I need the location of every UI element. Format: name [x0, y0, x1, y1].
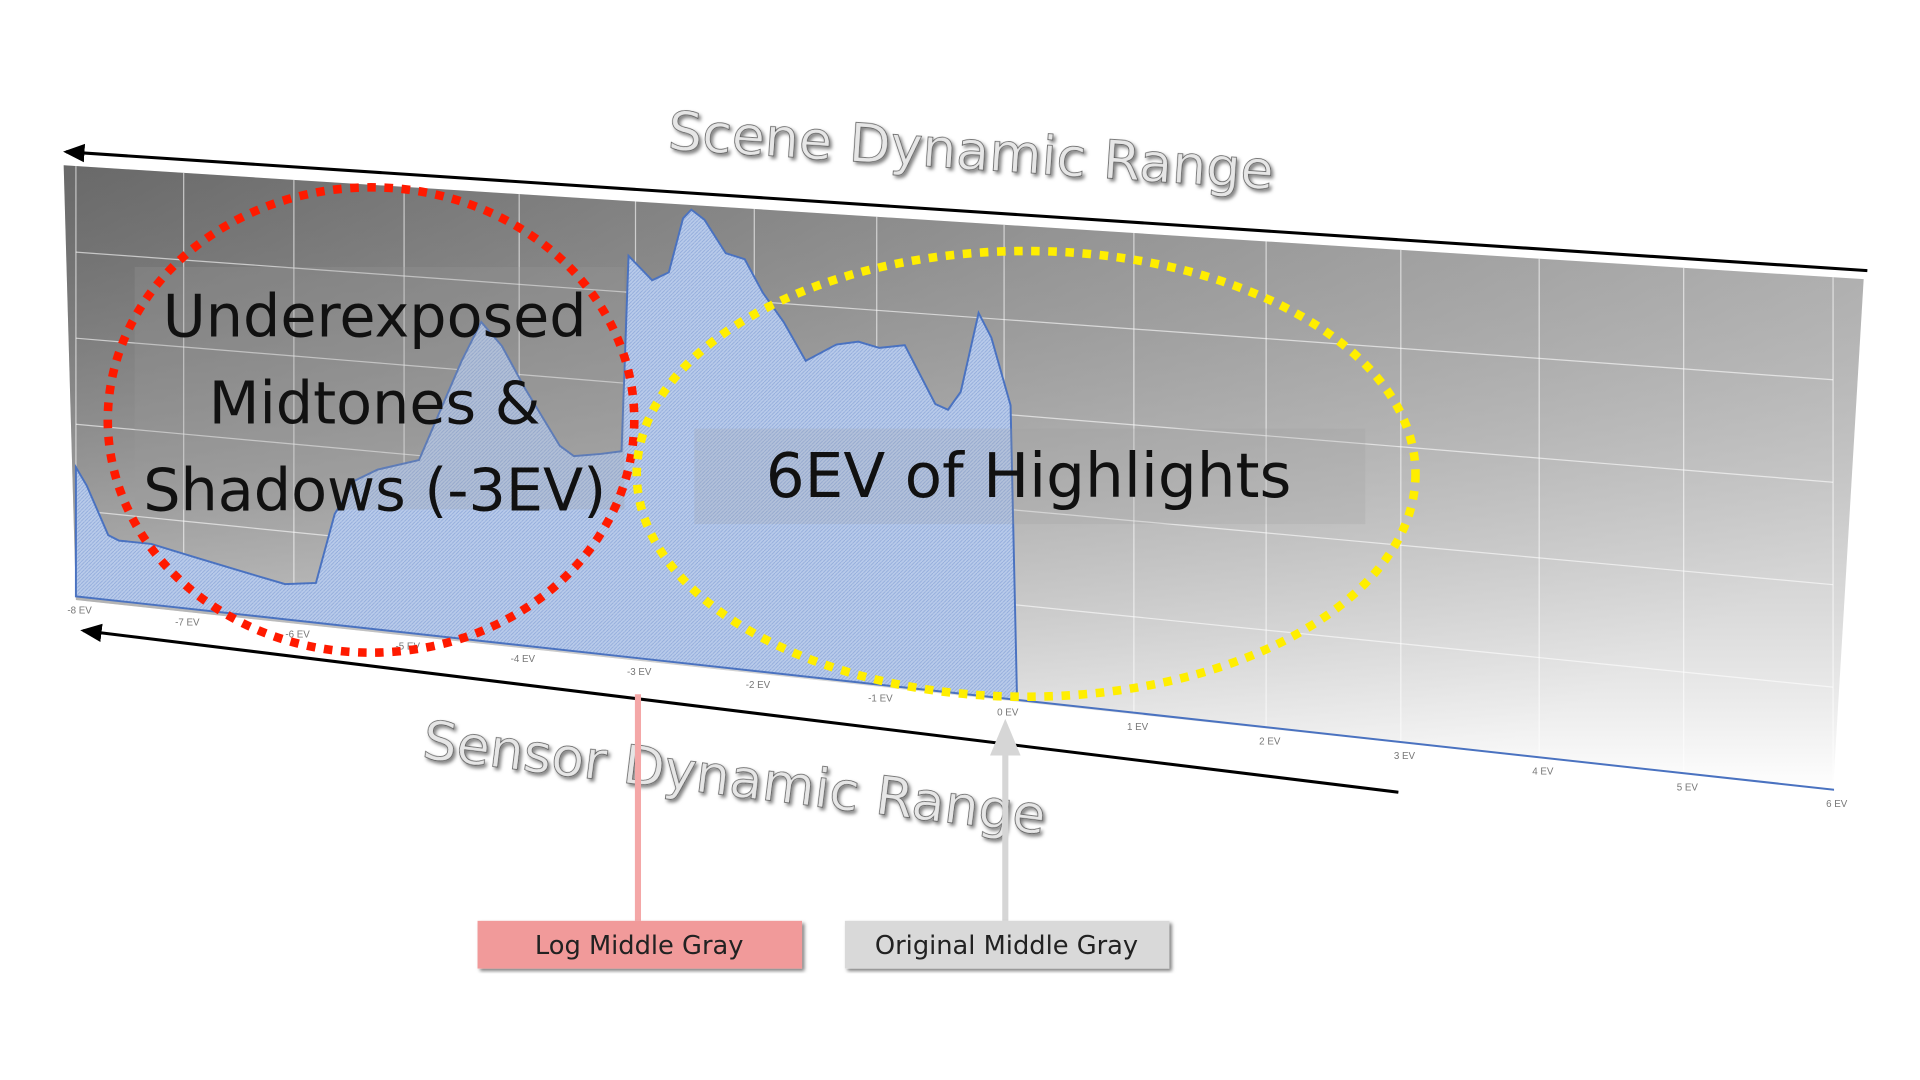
x-tick-label: 6 EV — [1826, 799, 1848, 810]
x-tick-label: -4 EV — [511, 654, 536, 665]
highlights-yellow-circle — [632, 246, 1420, 702]
x-tick-label: 0 EV — [997, 708, 1019, 719]
x-tick-label: 1 EV — [1127, 722, 1149, 733]
x-axis-ticks: -8 EV -7 EV -6 EV -5 EV -4 EV -3 EV -2 EV -1 EV… — [67, 605, 1847, 809]
x-tick-label: -3 EV — [627, 667, 652, 678]
original-middle-gray-label — [844, 920, 1170, 969]
underexposed-red-circle — [103, 183, 639, 657]
highlights-label: 6EV of Highlights — [766, 441, 1292, 512]
gridline-horizontal — [75, 251, 1834, 381]
x-tick-label: -6 EV — [285, 629, 310, 640]
x-tick-label: 3 EV — [1394, 751, 1416, 762]
underexposed-line-2: Midtones & — [209, 369, 541, 438]
underexposed-line-1: Underexposed — [163, 282, 587, 351]
underexposed-label-box — [134, 266, 625, 510]
scene-dynamic-range-title: Scene Dynamic Range — [666, 99, 1276, 202]
x-tick-label: 2 EV — [1259, 736, 1281, 747]
underexposed-line-3: Shadows (-3EV) — [143, 456, 606, 525]
x-tick-label: 4 EV — [1532, 766, 1554, 777]
x-tick-label: 5 EV — [1677, 782, 1699, 793]
x-tick-label: -7 EV — [175, 617, 200, 628]
sensor-dynamic-range-title: Sensor Dynamic Range — [419, 708, 1049, 847]
log-middle-gray-text: Log Middle Gray — [535, 931, 744, 961]
sensor-range-arrow-right — [91, 631, 1399, 793]
scene-range-arrow-right — [73, 152, 1868, 271]
log-middle-gray-label — [477, 920, 803, 969]
histogram-area — [74, 208, 1835, 791]
original-middle-gray-text: Original Middle Gray — [875, 931, 1138, 961]
x-tick-label: -1 EV — [868, 694, 893, 705]
x-tick-label: -5 EV — [396, 642, 421, 653]
highlights-label-box — [694, 428, 1366, 525]
x-tick-label: -2 EV — [746, 680, 771, 691]
x-tick-label: -8 EV — [67, 605, 92, 616]
